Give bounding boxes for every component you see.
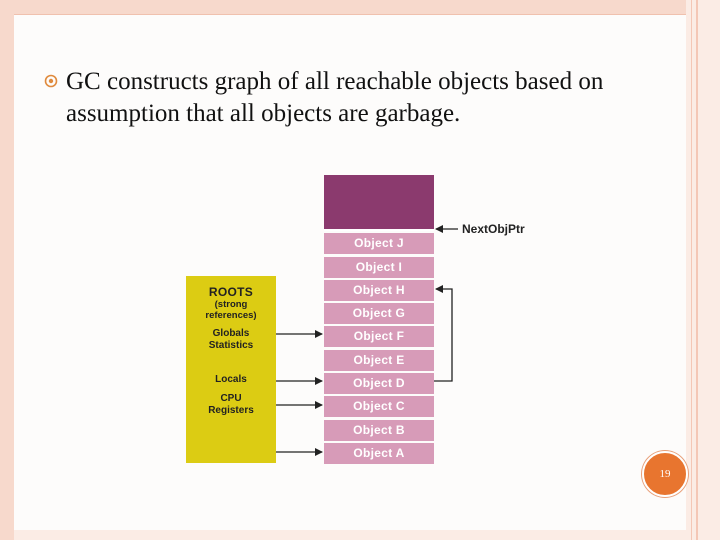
reference-arrow-d-to-h xyxy=(434,285,453,382)
roots-box: ROOTS (strong references) Globals Statis… xyxy=(186,276,276,463)
roots-globals: Globals xyxy=(212,328,250,339)
heap-object-b: Object B xyxy=(324,419,434,441)
next-obj-ptr-label: NextObjPtr xyxy=(462,222,525,236)
heap-free-space xyxy=(324,175,434,231)
page-number-badge: 19 xyxy=(642,451,688,497)
heap-object-a: Object A xyxy=(324,442,434,464)
roots-cpu: CPU xyxy=(220,393,242,404)
frame-right-line xyxy=(691,0,692,540)
roots-subtitle: references) xyxy=(205,310,257,321)
frame-inner-line xyxy=(14,14,686,15)
roots-subtitle: (strong xyxy=(214,299,248,310)
heap-object-d: Object D xyxy=(324,373,434,395)
heap-object-e: Object E xyxy=(324,349,434,371)
heap-object-j: Object J xyxy=(324,233,434,255)
roots-statistics: Statistics xyxy=(208,340,254,351)
heap-object-g: Object G xyxy=(324,303,434,325)
frame-right-line xyxy=(696,0,698,540)
frame-left-border xyxy=(0,0,14,540)
managed-heap: Object J Object I Object H Object G Obje… xyxy=(324,175,434,464)
bullet-icon xyxy=(44,74,58,88)
heap-object-c: Object C xyxy=(324,396,434,418)
roots-locals: Locals xyxy=(215,374,247,385)
heap-object-h: Object H xyxy=(324,279,434,301)
frame-top-border xyxy=(14,0,720,14)
heap-object-f: Object F xyxy=(324,326,434,348)
roots-title: ROOTS xyxy=(208,285,254,299)
roots-registers: Registers xyxy=(208,405,254,416)
bullet-point: GC constructs graph of all reachable obj… xyxy=(44,66,684,130)
heap-object-i: Object I xyxy=(324,256,434,278)
bullet-text: GC constructs graph of all reachable obj… xyxy=(66,68,604,127)
frame-bottom-border xyxy=(14,530,686,540)
